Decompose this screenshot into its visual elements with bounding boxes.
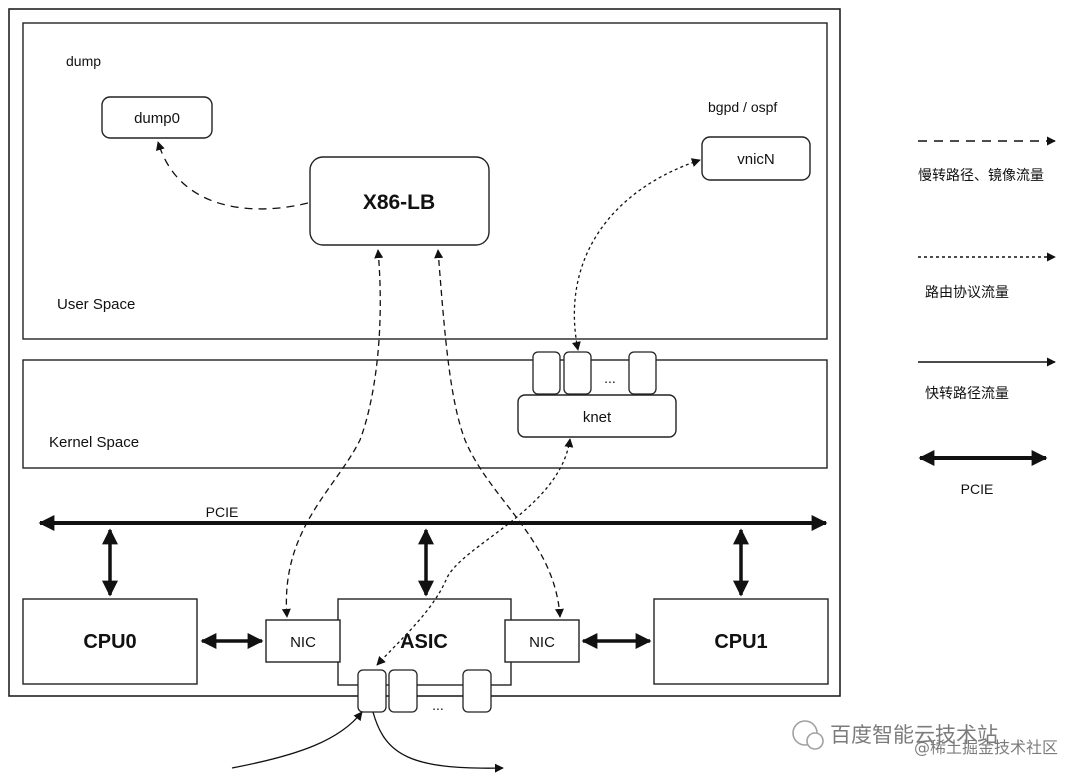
legend-fast-path-label: 快转路径流量: [925, 386, 1009, 402]
dump0-box: [101, 96, 213, 139]
wechat-icon-bubble: [806, 732, 824, 750]
cpu1-box: [653, 598, 829, 685]
vnicN-label: vnicN: [737, 151, 775, 168]
slow-path-x86lb-nic-right: [434, 249, 564, 618]
watermark-brand: 百度智能云技术站: [830, 723, 998, 747]
user-space-region: [22, 22, 828, 340]
knet-queue-ellipsis: ...: [604, 370, 616, 386]
knet-queue-n: [628, 351, 657, 395]
dump0-label: dump0: [134, 110, 180, 127]
x86lb-label: X86-LB: [363, 191, 435, 214]
vnicN-box: [701, 136, 811, 181]
kernel-space-label: Kernel Space: [49, 434, 139, 451]
legend-slow-path-label: 慢转路径、镜像流量: [918, 167, 1044, 184]
x86lb-box: [309, 156, 490, 246]
pcie-bus-label: PCIE: [206, 504, 239, 520]
asic-port-2: [388, 669, 418, 713]
knet-queue-2: [563, 351, 592, 395]
slow-path-x86lb-nic-left: [281, 249, 384, 618]
nic-right-label: NIC: [529, 634, 555, 651]
legend: 慢转路径、镜像流量 路由协议流量 快转路径流量 PCIE: [918, 136, 1056, 497]
cpu0-label: CPU0: [83, 631, 136, 653]
asic-port-n: [462, 669, 492, 713]
routing-path-vnicN-knet: [572, 158, 701, 351]
kernel-space-region: [22, 359, 828, 469]
asic-port-1: [357, 669, 387, 713]
nic-left-label: NIC: [290, 634, 316, 651]
fast-path-egress: [372, 711, 504, 773]
legend-routing-label: 路由协议流量: [925, 285, 1009, 301]
watermark-source: @稀土掘金技术社区: [914, 738, 1058, 757]
outer-frame: [8, 8, 841, 697]
cpu0-box: [22, 598, 198, 685]
bgpd-ospf-label: bgpd / ospf: [708, 99, 777, 115]
fast-path-ingress: [231, 711, 363, 769]
knet-label: knet: [583, 409, 612, 426]
nic-left-box: [265, 619, 341, 663]
dump-label: dump: [66, 53, 101, 69]
legend-pcie-label: PCIE: [961, 481, 994, 497]
slow-path-x86lb-to-dump0: [156, 141, 309, 210]
cpu1-label: CPU1: [714, 631, 767, 653]
knet-queue-1: [532, 351, 561, 395]
asic-port-ellipsis: ...: [432, 697, 444, 713]
user-space-label: User Space: [57, 296, 135, 313]
watermark: 百度智能云技术站 @稀土掘金技术社区: [792, 720, 1058, 757]
